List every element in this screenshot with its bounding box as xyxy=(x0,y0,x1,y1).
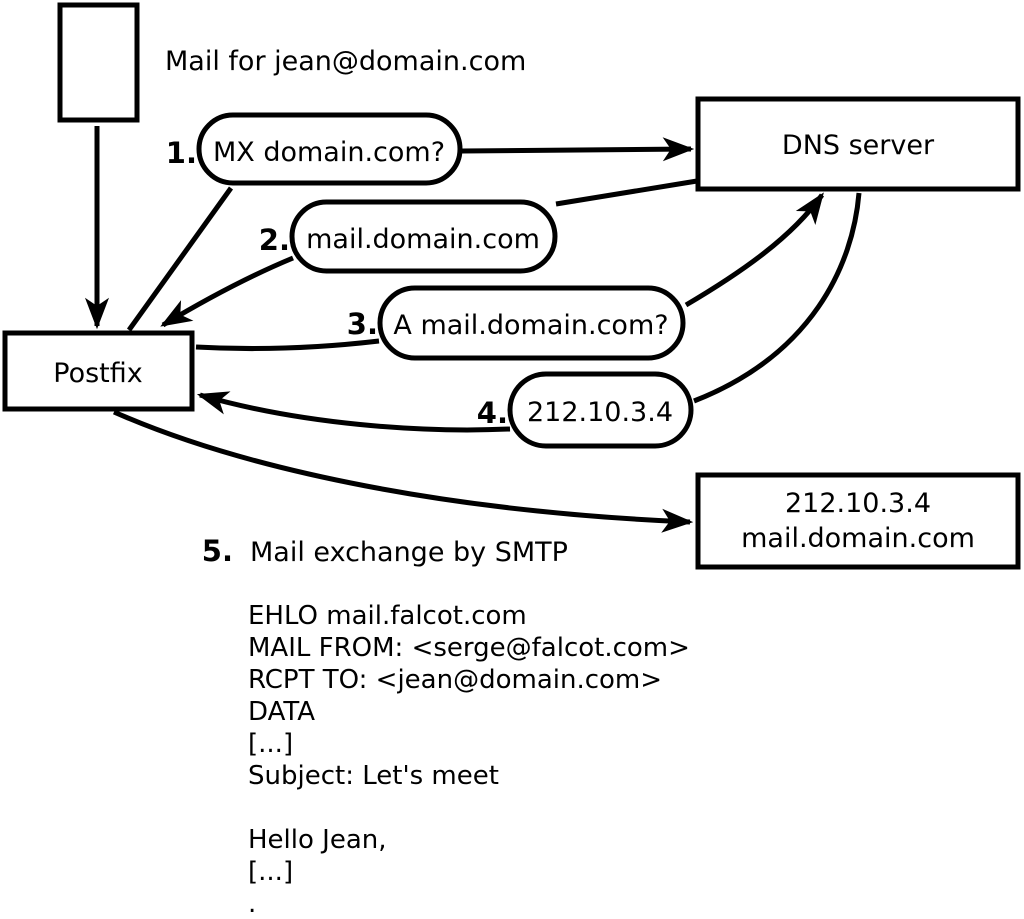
step3-number: 3. xyxy=(347,307,378,341)
query1-pill xyxy=(196,112,463,186)
line-dns-to-reply2 xyxy=(555,178,698,207)
dns-server-label: DNS server xyxy=(782,130,935,161)
arrow-query3-to-dns xyxy=(684,192,825,308)
query3-pill xyxy=(377,285,686,361)
line-dns-to-reply4 xyxy=(693,192,862,404)
arrow-postfix-to-destination xyxy=(112,409,694,533)
smtp-line-ehlo: EHLO mail.falcot.com xyxy=(248,601,527,631)
smtp-line-ellipsis2: [...] xyxy=(248,857,294,887)
postfix-box xyxy=(2,330,195,412)
line-postfix-to-query1 xyxy=(126,186,234,332)
step5-label: Mail exchange by SMTP xyxy=(250,537,568,568)
step2-number: 2. xyxy=(259,223,290,257)
smtp-line-ellipsis1: [...] xyxy=(248,729,294,759)
reply4-pill xyxy=(507,371,694,449)
smtp-line-greeting: Hello Jean, xyxy=(248,825,387,855)
smtp-line-subject: Subject: Let's meet xyxy=(248,761,499,791)
step1-label: MX domain.com? xyxy=(213,137,445,168)
arrow-reply4-to-postfix xyxy=(196,391,511,433)
line-postfix-to-query3 xyxy=(195,338,380,352)
reply2-pill xyxy=(289,199,558,274)
destination-host-label: mail.domain.com xyxy=(741,523,975,554)
smtp-line-data: DATA xyxy=(248,697,315,727)
postfix-label: Postfix xyxy=(53,358,142,389)
arrow-reply2-to-postfix xyxy=(160,255,294,328)
arrow-query1-to-dns xyxy=(461,137,695,162)
destination-server-box xyxy=(695,472,1021,570)
smtp-session-transcript: EHLO mail.falcot.com MAIL FROM: <serge@f… xyxy=(248,600,690,919)
mail-message-box xyxy=(57,2,140,123)
smtp-line-blank xyxy=(248,792,690,824)
step3-label: A mail.domain.com? xyxy=(393,310,668,341)
smtp-line-mail-from: MAIL FROM: <serge@falcot.com> xyxy=(248,633,690,663)
step2-label: mail.domain.com xyxy=(306,224,540,255)
step1-number: 1. xyxy=(166,136,197,170)
smtp-line-rcpt-to: RCPT TO: <jean@domain.com> xyxy=(248,665,663,695)
smtp-line-terminator: . xyxy=(248,889,257,919)
dns-server-box xyxy=(695,96,1021,192)
step4-label: 212.10.3.4 xyxy=(527,397,673,428)
step5-number: 5. xyxy=(202,534,233,568)
step4-number: 4. xyxy=(477,396,508,430)
sender-mail-label: Mail for jean@domain.com xyxy=(165,46,526,77)
destination-ip-label: 212.10.3.4 xyxy=(785,488,931,519)
